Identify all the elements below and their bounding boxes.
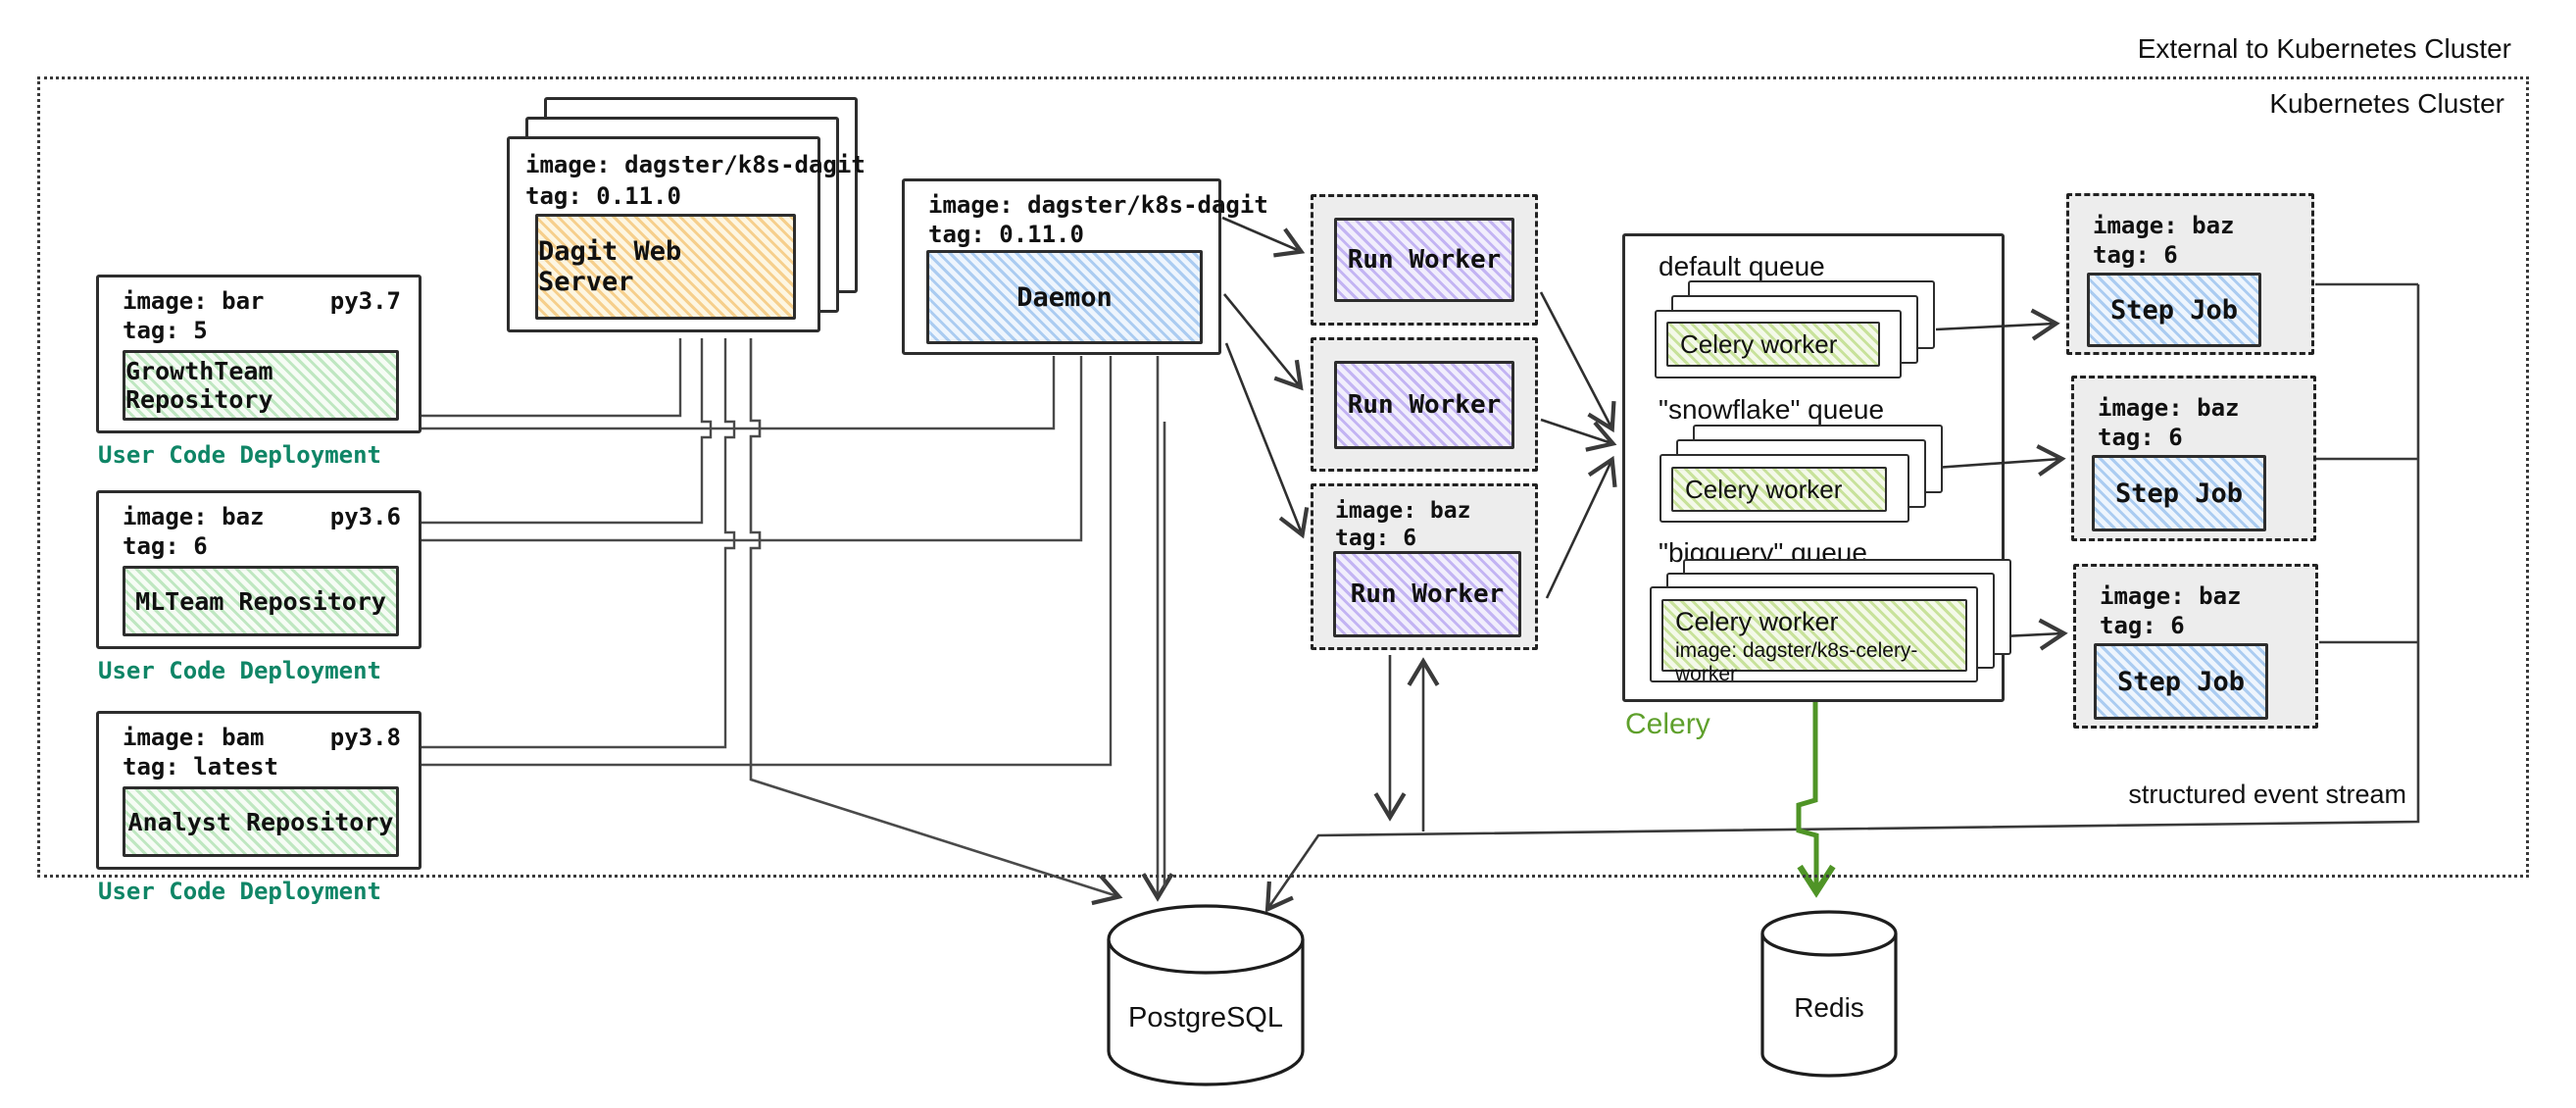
repo1-image-line: image: bar xyxy=(123,287,265,315)
run-worker-2: Run Worker xyxy=(1334,361,1514,449)
repo1-inner: GrowthTeam Repository xyxy=(123,350,399,421)
dagit-tag-line: tag: 0.11.0 xyxy=(525,182,681,210)
celery-worker-snowflake: Celery worker xyxy=(1671,467,1887,512)
run-worker-3-image-line: image: baz xyxy=(1335,498,1471,524)
run-worker-2-pod: Run Worker xyxy=(1311,337,1538,472)
step-job-2-tag-line: tag: 6 xyxy=(2098,424,2183,451)
redis-label: Redis xyxy=(1794,992,1864,1023)
daemon-label: Daemon xyxy=(1016,281,1113,313)
run-worker-1-label: Run Worker xyxy=(1347,245,1502,275)
step-job-3-label: Step Job xyxy=(2116,666,2246,697)
repo2-image-line: image: baz xyxy=(123,503,265,530)
daemon-image-line: image: dagster/k8s-dagit xyxy=(928,191,1268,219)
step-job-2-image-line: image: baz xyxy=(2098,394,2240,422)
step-job-2-pod: image: baz tag: 6 Step Job xyxy=(2071,376,2316,541)
dagit-box: image: dagster/k8s-dagit tag: 0.11.0 Dag… xyxy=(507,136,866,332)
kubernetes-cluster-border xyxy=(37,76,2529,878)
daemon-inner: Daemon xyxy=(926,250,1203,344)
run-worker-1: Run Worker xyxy=(1334,218,1514,302)
repo2-caption: User Code Deployment xyxy=(98,657,381,684)
redis-cylinder xyxy=(1760,910,1898,1078)
celery-label: Celery xyxy=(1625,708,1710,740)
dagit-label: Dagit Web Server xyxy=(538,236,682,297)
user-code-deployment-2: image: baz py3.6 tag: 6 MLTeam Repositor… xyxy=(96,490,421,649)
daemon-tag-line: tag: 0.11.0 xyxy=(928,221,1084,248)
run-worker-3-label: Run Worker xyxy=(1350,579,1505,609)
run-worker-3-tag-line: tag: 6 xyxy=(1335,526,1417,551)
repo2-python-version: py3.6 xyxy=(329,503,401,530)
enqueue-arrows xyxy=(1539,291,1617,599)
run-worker-3-pod: image: baz tag: 6 Run Worker xyxy=(1311,483,1538,650)
step-job-3-image-line: image: baz xyxy=(2100,582,2242,610)
celery-worker-snowflake-label: Celery worker xyxy=(1685,475,1843,504)
celery-worker-bigquery-image: image: dagster/k8s-celery-worker xyxy=(1675,639,1918,685)
step-job-1-tag-line: tag: 6 xyxy=(2093,241,2178,269)
repo2-tag-line: tag: 6 xyxy=(123,532,208,560)
celery-worker-default: Celery worker xyxy=(1666,322,1880,367)
repo3-caption: User Code Deployment xyxy=(98,878,381,905)
repo3-python-version: py3.8 xyxy=(329,724,401,751)
step-job-2: Step Job xyxy=(2092,455,2266,531)
repo3-name: Analyst Repository xyxy=(127,807,394,836)
step-job-1: Step Job xyxy=(2087,273,2261,347)
run-worker-1-pod: Run Worker xyxy=(1311,194,1538,326)
step-job-3: Step Job xyxy=(2094,643,2268,720)
step-job-1-pod: image: baz tag: 6 Step Job xyxy=(2066,193,2314,355)
repo1-caption: User Code Deployment xyxy=(98,441,381,469)
user-code-deployment-1: image: bar py3.7 tag: 5 GrowthTeam Repos… xyxy=(96,275,421,433)
celery-redis-arrow xyxy=(1796,702,1836,898)
repo1-name: GrowthTeam Repository xyxy=(125,357,273,414)
celery-container xyxy=(1622,233,2005,702)
event-stream-lines xyxy=(1264,282,2420,913)
step-job-1-image-line: image: baz xyxy=(2093,212,2235,239)
dagit-web-server: Dagit Web Server xyxy=(535,214,796,320)
run-launch-arrows xyxy=(1221,216,1310,539)
event-stream-label: structured event stream xyxy=(2128,780,2406,809)
run-worker-3: Run Worker xyxy=(1333,551,1521,637)
postgres-cylinder xyxy=(1107,904,1305,1086)
celery-worker-bigquery-label: Celery worker xyxy=(1675,607,1839,636)
queue-2-title: "snowflake" queue xyxy=(1659,394,1885,425)
postgres-write-arrows xyxy=(749,338,1174,906)
grpc-connectors xyxy=(421,338,1113,767)
repo3-inner: Analyst Repository xyxy=(123,786,399,857)
repo2-inner: MLTeam Repository xyxy=(123,566,399,636)
postgres-label: PostgreSQL xyxy=(1128,1002,1283,1033)
user-code-deployment-3: image: bam py3.8 tag: latest Analyst Rep… xyxy=(96,711,421,870)
step-job-2-label: Step Job xyxy=(2114,478,2244,509)
repo1-python-version: py3.7 xyxy=(329,287,401,315)
repo2-name: MLTeam Repository xyxy=(135,586,386,616)
repo3-tag-line: tag: latest xyxy=(123,753,278,781)
external-cluster-label: External to Kubernetes Cluster xyxy=(2137,33,2511,64)
dagit-image-line: image: dagster/k8s-dagit xyxy=(525,151,866,178)
kubernetes-cluster-label: Kubernetes Cluster xyxy=(2269,88,2504,119)
run-worker-2-label: Run Worker xyxy=(1347,390,1502,420)
step-job-1-label: Step Job xyxy=(2109,294,2239,326)
repo1-tag-line: tag: 5 xyxy=(123,317,208,344)
celery-worker-default-label: Celery worker xyxy=(1680,329,1838,359)
daemon-box: image: dagster/k8s-dagit tag: 0.11.0 Dae… xyxy=(902,178,1268,355)
queue-1-title: default queue xyxy=(1659,251,1825,281)
step-job-3-pod: image: baz tag: 6 Step Job xyxy=(2073,564,2318,729)
repo3-image-line: image: bam xyxy=(123,724,265,751)
step-job-3-tag-line: tag: 6 xyxy=(2100,612,2185,639)
celery-worker-bigquery: Celery worker image: dagster/k8s-celery-… xyxy=(1661,599,1967,685)
